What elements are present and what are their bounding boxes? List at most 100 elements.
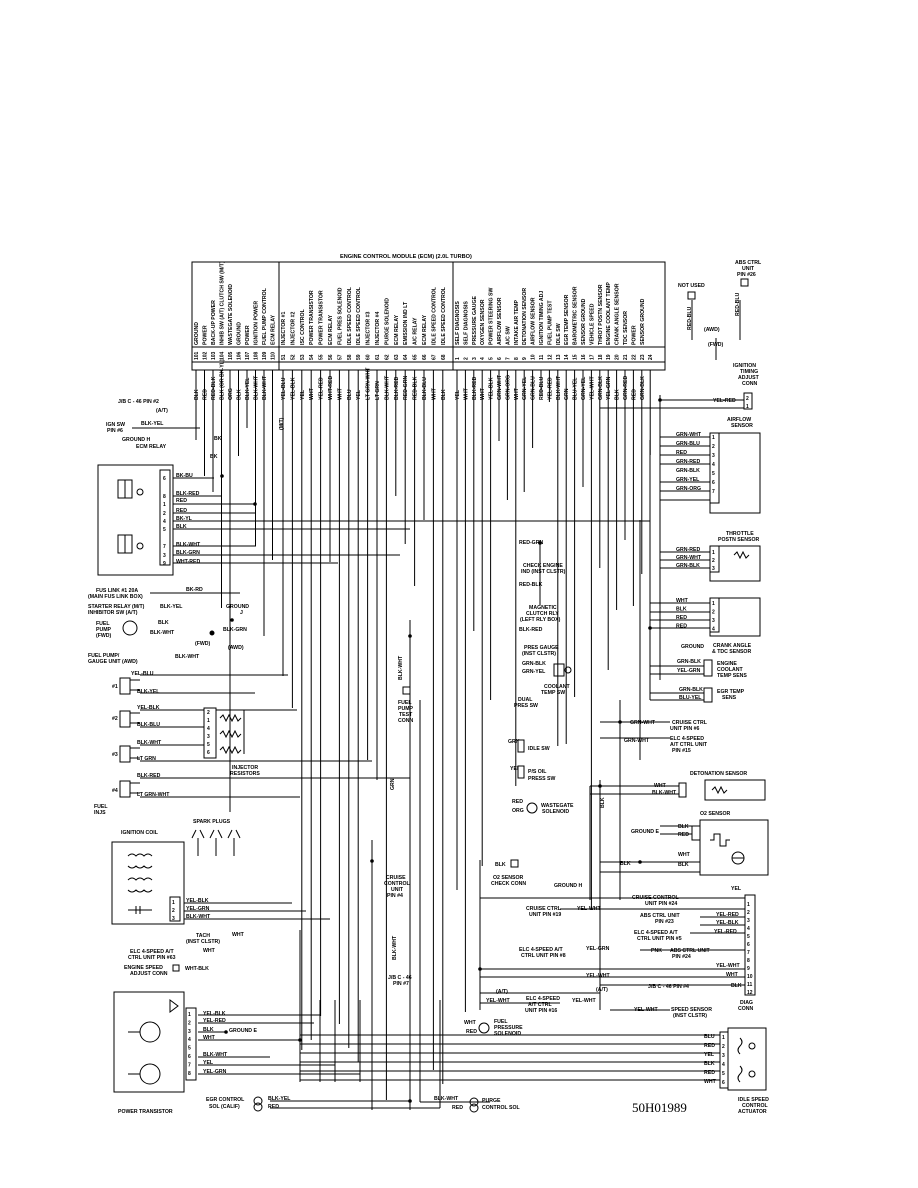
inj2-yel-blk-label: YEL-BLK xyxy=(137,705,160,711)
ecm-pin-wire-color: BLK-BLU xyxy=(422,377,428,400)
bk-label: BK xyxy=(214,436,222,442)
cruise-control4-label: PIN #4 xyxy=(387,893,403,899)
ignition-coil-label: IGNITION COIL xyxy=(121,830,159,836)
ecm-pin-function: EGR TEMP SENSOR xyxy=(564,294,570,345)
ecm-pin-number: 8 xyxy=(514,357,520,360)
inj1-blk-yel-label: BLK-YEL xyxy=(137,689,160,695)
ign-sw-label: IGN SW xyxy=(106,422,125,428)
junction-dot xyxy=(648,626,652,630)
resistor-pin-number: 5 xyxy=(207,742,210,748)
connector-pin-number: 3 xyxy=(712,453,715,459)
ecm-pin-number: 66 xyxy=(422,354,428,360)
junction-dot xyxy=(408,634,412,638)
ecm-pin-number: 60 xyxy=(366,354,372,360)
egr-grn-blk-label: GRN-BLK xyxy=(679,687,703,693)
idle-grn-label: GRN xyxy=(508,739,520,745)
ecm-pin-function: VEHICLE SPEED xyxy=(589,303,595,345)
connector-pin-number: 3 xyxy=(712,566,715,572)
ctrl-unit-63-label: CTRL UNIT PIN #63 xyxy=(128,955,176,961)
ecm-pin-number: 56 xyxy=(328,354,334,360)
relay-blk-label: BLK xyxy=(176,524,187,530)
ecm-pin-number: 3 xyxy=(472,357,478,360)
connector-pin-number: 4 xyxy=(712,627,715,633)
ecm-pin-wire-color: YEL xyxy=(300,389,306,400)
inj4-lt-grn-wht-label: LT GRN-WHT xyxy=(137,792,170,798)
ecm-pin-function: THROT POSTN SENSOR xyxy=(598,284,604,345)
inj3-label: #3 xyxy=(112,752,118,758)
ecm-pin-number: 106 xyxy=(237,351,243,360)
ecm-pin-number: 67 xyxy=(431,354,437,360)
junction-dot xyxy=(408,1099,412,1103)
isc-pin-number: 6 xyxy=(722,1080,725,1086)
isc-wire-label: BLU xyxy=(704,1034,715,1040)
svg-text:2: 2 xyxy=(746,396,749,402)
fuel-pump-test-label: FUEL xyxy=(398,700,412,706)
ign-timing-label: IGNITION xyxy=(733,363,756,369)
throttle-label: THROTTLE xyxy=(726,531,754,537)
idle-speed3-label: ACTUATOR xyxy=(738,1109,767,1115)
cruise-control-r-label: CRUISE CONTROL xyxy=(632,895,680,901)
ps-yel-label: YEL xyxy=(510,766,521,772)
jb-c46-pin2-label: J/B C - 46 PIN #2 xyxy=(118,399,159,405)
fuel-injs-label: FUEL xyxy=(94,804,108,810)
egr-control-label: EGR CONTROL xyxy=(206,1097,245,1103)
ecm-pin-wire-color: YEL-RED xyxy=(547,377,553,400)
cruise-ctrl-19-label: CRUISE CTRL xyxy=(526,906,562,912)
idle-sw-icon xyxy=(517,739,525,753)
ecm-pin-number: 59 xyxy=(356,354,362,360)
speed-sensor-label: SPEED SENSOR xyxy=(671,1007,712,1013)
press-gauge2-label: (INST CLSTR) xyxy=(522,651,556,657)
ecm-pin-number: 6 xyxy=(497,357,503,360)
pt-ground-e-label: GROUND E xyxy=(229,1028,257,1034)
fus-link-label: FUS LINK #1 20A xyxy=(96,588,138,594)
inj1-yel-blu-label: YEL-BLU xyxy=(131,671,154,677)
det-blk-label: BLK xyxy=(600,797,606,808)
right-fwd-label: (FWD) xyxy=(708,342,724,348)
diag-wht-label: WHT xyxy=(726,972,739,978)
inj4-label: #4 xyxy=(112,788,118,794)
tach-wht-label: WHT xyxy=(232,932,245,938)
o2-sensor-label: O2 SENSOR xyxy=(700,811,731,817)
inj4-blk-red-label: BLK-RED xyxy=(137,773,161,779)
ecm-pin-function: IDLE SPEED CONTROL xyxy=(356,286,362,345)
ecm-pin-wire-color: ORG xyxy=(228,388,234,400)
starter-relay-label: STARTER RELAY (M/T) xyxy=(88,604,145,610)
connector-wire-label: GRN-BLU xyxy=(676,441,700,447)
connector-wire-label: GRN-WHT xyxy=(676,432,702,438)
ss-yel-wht-label: YEL-WHT xyxy=(634,1007,658,1013)
crank2-label: & TDC SENSOR xyxy=(712,649,751,655)
ind-inst-label: IND (INST CLSTR) xyxy=(521,569,566,575)
ecm-pin-number: 22 xyxy=(631,354,637,360)
ecm-pin-wire-color: GRN-YEL xyxy=(581,376,587,400)
at-label: (A/T) xyxy=(156,408,168,414)
wire-harness xyxy=(140,300,745,1110)
diag-pin-number: 4 xyxy=(747,926,750,932)
ect-grn-blk-label: GRN-BLK xyxy=(677,659,701,665)
relay-pin-number: 8 xyxy=(163,494,166,500)
ecm-pin-number: 110 xyxy=(271,352,277,360)
ecm-pin-wire-color: RED-BLU xyxy=(539,376,545,400)
bk-rd-label: BK-RD xyxy=(186,587,203,593)
o2-blk2-label: BLK xyxy=(678,862,689,868)
ecm-pin-wire-color: BLK-RED xyxy=(394,376,400,400)
junction-dot xyxy=(478,967,482,971)
ecm-pin-function: TDC SENSOR xyxy=(623,311,629,345)
isc-wire-label: BLK xyxy=(704,1061,715,1067)
ecm-pin-function: GROUND xyxy=(194,322,200,345)
connector-wire-label: BLK xyxy=(676,607,687,613)
diag2-label: CONN xyxy=(738,1006,754,1012)
ecm-pin-function: SENSOR GROUND xyxy=(640,298,646,345)
ecm-pin-wire-color: WHT xyxy=(480,387,486,400)
ecm-pin-number: 57 xyxy=(337,354,343,360)
fuel-pump-label: FUEL xyxy=(96,621,110,627)
injector-icon xyxy=(119,677,131,695)
relay-blk-wht-label: BLK-WHT xyxy=(176,542,201,548)
ign-timing3-label: ADJUST xyxy=(738,375,760,381)
center-components: (M/T) FUEL PUMP TEST CONN BLK-WHT GRN CR… xyxy=(279,417,610,1113)
wastegate-solenoid-icon xyxy=(526,802,538,814)
ecm-pin-wire-color: WHT xyxy=(463,387,469,400)
relay-pin-number: 9 xyxy=(163,561,166,567)
o2-blk-label: BLK xyxy=(678,824,689,830)
ecm-relay-label: ECM RELAY xyxy=(136,444,167,450)
